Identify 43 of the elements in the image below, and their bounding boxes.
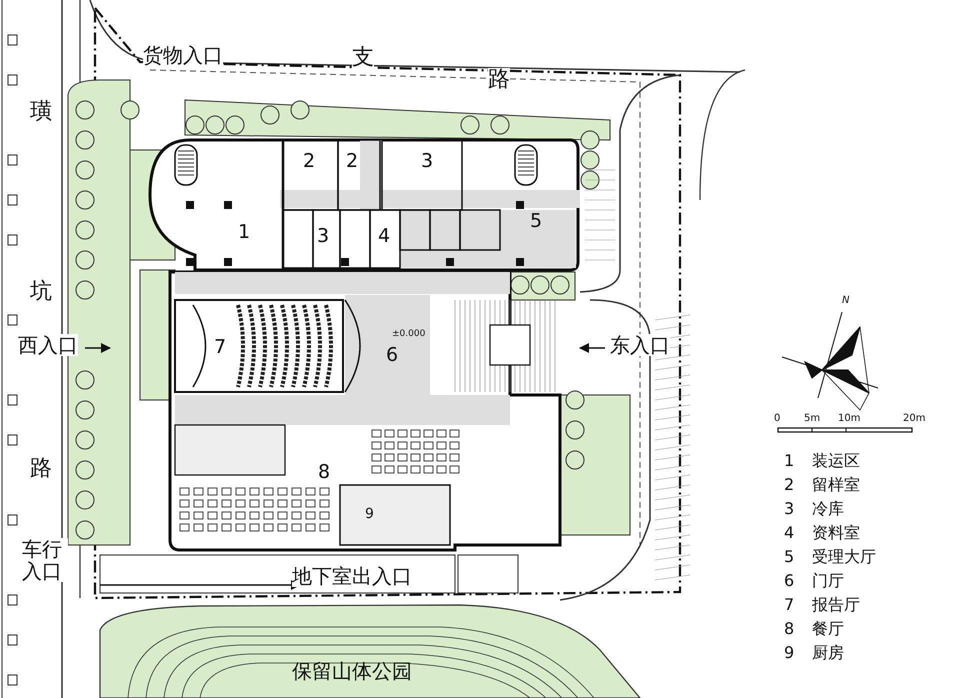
- room-number: 6: [386, 345, 398, 366]
- legend-number: 1: [784, 452, 794, 470]
- legend-number: 3: [784, 500, 794, 518]
- room-number: 3: [317, 226, 330, 247]
- legend-number: 2: [784, 476, 794, 494]
- room-number: 7: [214, 337, 226, 358]
- legend-number: 9: [784, 644, 794, 662]
- legend-text: 资料室: [812, 524, 860, 542]
- legend-text: 留样室: [812, 476, 860, 494]
- entrance-label: 车行入口: [22, 538, 68, 582]
- room-number: 9: [365, 507, 374, 522]
- legend-text: 冷库: [812, 500, 844, 518]
- park-label: 保留山体公园: [292, 660, 412, 682]
- scale-label: 10m: [838, 413, 860, 424]
- scale-label: 0: [774, 413, 780, 424]
- legend-text: 门厅: [812, 572, 844, 590]
- scale-label: 5m: [804, 413, 820, 424]
- legend-text: 餐厅: [812, 620, 844, 638]
- elevation-mark: ±0.000: [392, 330, 426, 340]
- legend-number: 4: [784, 524, 794, 542]
- legend-number: 7: [784, 596, 794, 614]
- entrance-label: 西入口: [18, 334, 78, 356]
- entrance-label: 东入口: [610, 334, 670, 356]
- legend-number: 8: [784, 620, 794, 638]
- entrance-label: 货物入口: [143, 44, 223, 66]
- legend-text: 报告厅: [812, 596, 860, 614]
- legend-number: 5: [784, 548, 794, 566]
- room-number: 4: [378, 226, 390, 247]
- room-number: 8: [318, 462, 330, 483]
- legend-number: 6: [784, 572, 794, 590]
- room-number: 3: [421, 151, 434, 172]
- north-label: N: [842, 295, 850, 306]
- legend-text: 受理大厅: [812, 548, 876, 566]
- scale-label: 20m: [903, 413, 926, 424]
- legend-text: 装运区: [812, 452, 860, 470]
- road-name: 支: [352, 46, 374, 70]
- room-number: 5: [530, 211, 542, 232]
- road-name: 璜: [30, 100, 52, 124]
- room-number: 1: [238, 222, 250, 243]
- legend-text: 厨房: [812, 644, 844, 662]
- room-number: 2: [303, 151, 316, 172]
- room-number: 2: [346, 151, 358, 172]
- entrance-label: 地下室出入口: [292, 565, 412, 587]
